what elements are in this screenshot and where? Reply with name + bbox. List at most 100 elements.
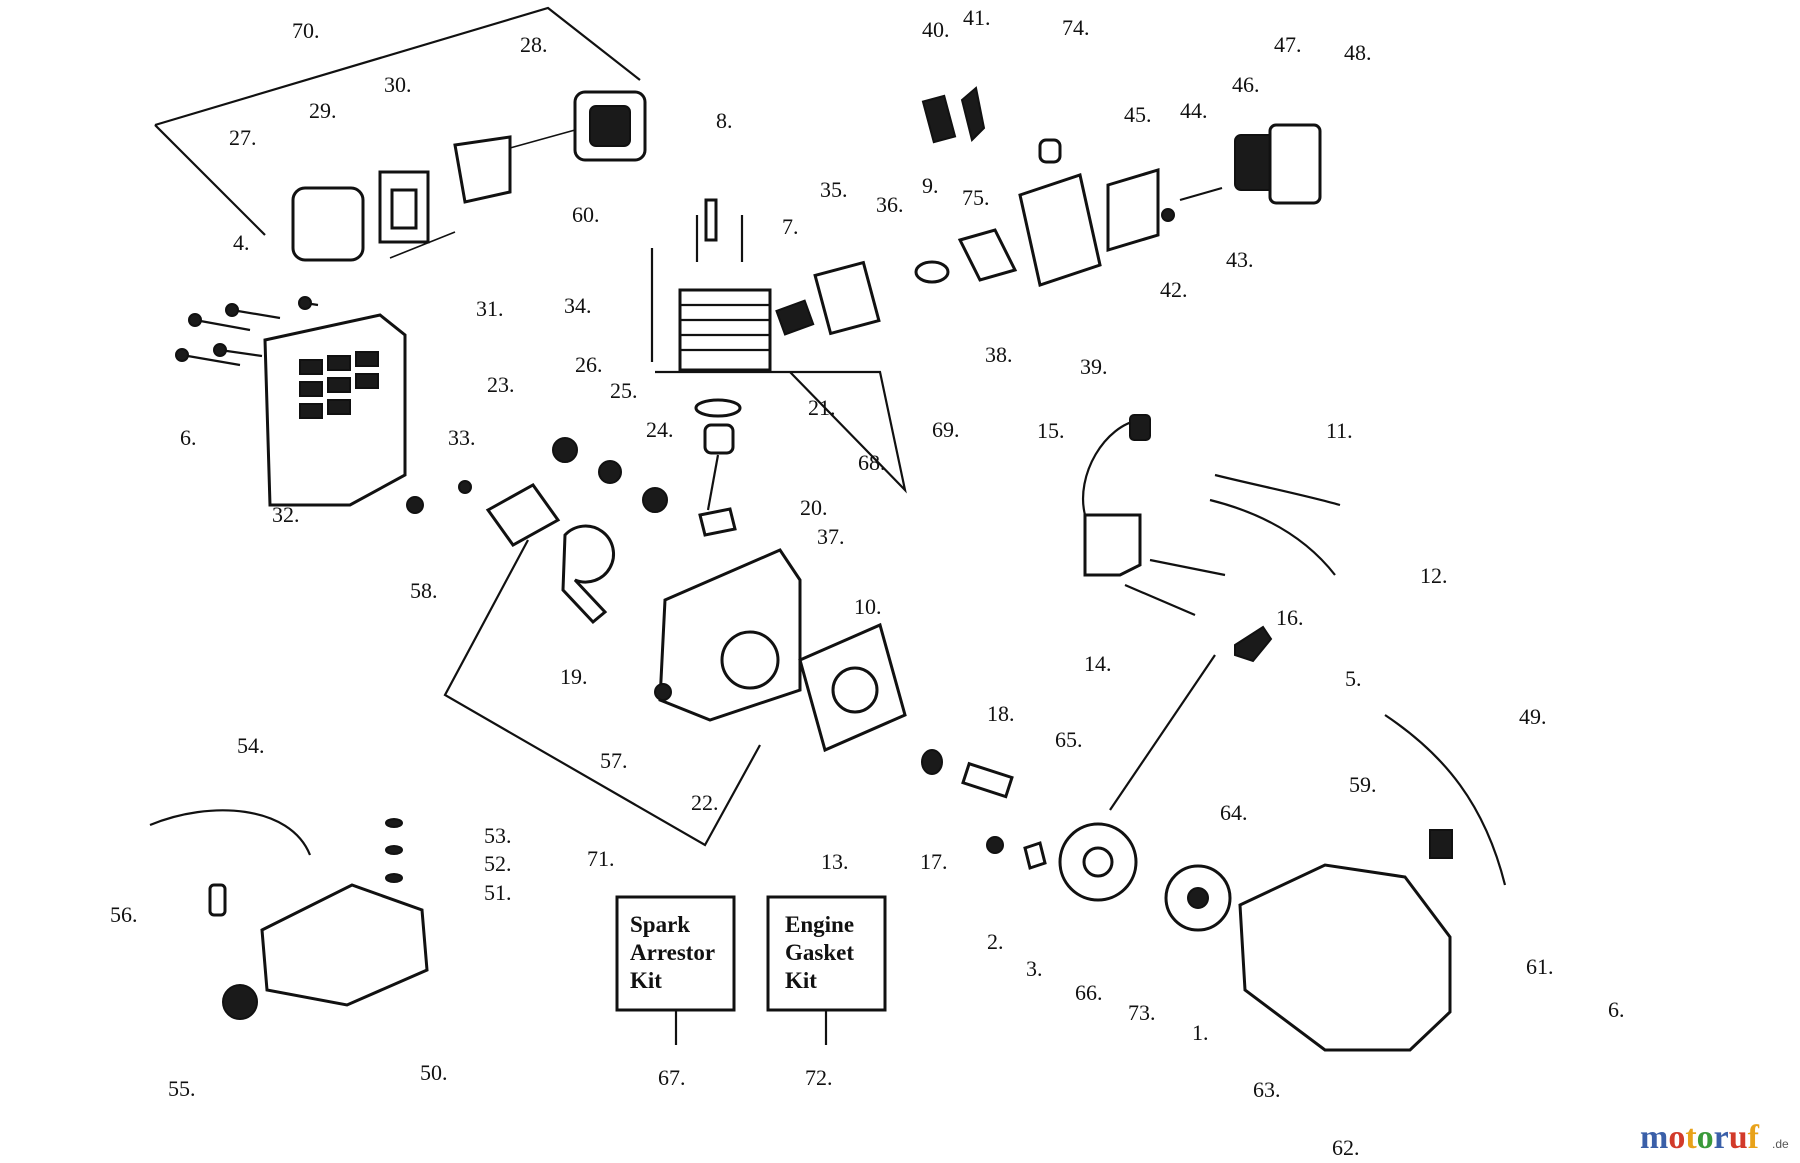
part-6-screws [175, 296, 319, 367]
callout-6b: 6. [1608, 997, 1625, 1022]
callout-57: 57. [600, 748, 628, 773]
callout-71: 71. [587, 846, 615, 871]
watermark-letter: f [1748, 1119, 1760, 1156]
part-3-washer [1023, 841, 1047, 870]
flywheel-group [798, 622, 1014, 799]
part-25-bearing [598, 460, 622, 484]
callout-12: 12. [1420, 563, 1448, 588]
callout-39: 39. [1080, 354, 1108, 379]
part-49-cable [1384, 714, 1507, 886]
shroud-grille [299, 351, 379, 419]
part-33-gasket [485, 483, 561, 547]
ignition-group [1082, 414, 1341, 617]
part-31-spring [389, 231, 456, 259]
part-41-clip [960, 86, 986, 142]
callout-labels: 70.28.29.30.27.31.4.6.32.58.33.23.26.25.… [110, 5, 1625, 1160]
part-38-carb [957, 228, 1018, 282]
callout-20: 20. [800, 495, 828, 520]
watermark-letter: u [1729, 1119, 1748, 1156]
filter-link [509, 129, 576, 149]
part-2-bolt [986, 836, 1004, 854]
part-39-tank [1018, 173, 1102, 287]
callout-63: 63. [1253, 1077, 1281, 1102]
part-37-gasket [698, 507, 737, 537]
watermark-suffix: .de [1772, 1137, 1789, 1151]
callout-52: 52. [484, 851, 512, 876]
part-16-screw-a [1149, 558, 1226, 577]
air-filter-group [291, 90, 647, 262]
bearings [485, 437, 668, 547]
watermark-letter: o [1697, 1119, 1714, 1156]
callout-22: 22. [691, 790, 719, 815]
part-44-screw [1179, 186, 1223, 202]
part-57-plug [654, 683, 672, 701]
part-22-crankcase [658, 548, 802, 722]
part-11-line-b [1209, 498, 1336, 576]
crankcase-assembly [561, 524, 802, 722]
cylinder-assembly [678, 198, 881, 537]
callout-55: 55. [168, 1076, 196, 1101]
part-34-cylinder [678, 288, 772, 372]
part-16-screw-b [1124, 583, 1196, 617]
callout-3: 3. [1026, 956, 1043, 981]
callout-6a: 6. [180, 425, 197, 450]
kit-spark-line-3: Kit [630, 968, 662, 993]
motoruf-watermark: motoruf .de [1640, 1119, 1789, 1156]
kit-spark-line-1: Spark [630, 912, 690, 937]
callout-48: 48. [1344, 40, 1372, 65]
bracket-70-tail [154, 124, 266, 236]
part-15-wire [1082, 418, 1141, 516]
bracket-71 [443, 539, 761, 847]
callout-59: 59. [1349, 772, 1377, 797]
callout-28: 28. [520, 32, 548, 57]
part-29-bracket [378, 170, 430, 244]
callout-66: 66. [1075, 980, 1103, 1005]
kit-gasket-line-1: Engine [785, 912, 854, 937]
callout-36: 36. [876, 192, 904, 217]
callout-21: 21. [808, 395, 836, 420]
callout-73: 73. [1128, 1000, 1156, 1025]
part-42-nut [1161, 208, 1175, 222]
watermark-brand: motoruf [1640, 1119, 1760, 1156]
callout-29: 29. [309, 98, 337, 123]
part-53 [385, 818, 403, 828]
spark-boot [1129, 414, 1151, 441]
watermark-letter: t [1685, 1119, 1697, 1156]
callout-42: 42. [1160, 277, 1188, 302]
shroud-assembly [175, 296, 472, 514]
part-64-rope [1109, 654, 1216, 811]
callout-68: 68. [858, 450, 886, 475]
callout-16: 16. [1276, 605, 1304, 630]
part-51 [385, 873, 403, 883]
callout-9: 9. [922, 173, 939, 198]
starter-group [986, 625, 1507, 1052]
kit-spark-line-2: Arrestor [630, 940, 715, 965]
callout-27: 27. [229, 125, 257, 150]
cylinder-fins [680, 303, 770, 352]
callout-24: 24. [646, 417, 674, 442]
part-75-cap [1038, 138, 1062, 164]
callout-30: 30. [384, 72, 412, 97]
callout-43: 43. [1226, 247, 1254, 272]
callout-50: 50. [420, 1060, 448, 1085]
callout-40: 40. [922, 17, 950, 42]
kit-engine-gasket: Engine Gasket Kit [766, 895, 887, 1045]
part-9-gasket [914, 260, 950, 284]
kit-spark-arrestor: Spark Arrestor Kit [615, 895, 736, 1045]
callout-49: 49. [1519, 704, 1547, 729]
callout-51: 51. [484, 880, 512, 905]
callout-35: 35. [820, 177, 848, 202]
part-23-bearing [552, 437, 578, 463]
callout-25: 25. [610, 378, 638, 403]
part-28-inner [589, 105, 631, 147]
part-47-cover [1268, 123, 1322, 205]
callout-74: 74. [1062, 15, 1090, 40]
callout-75: 75. [962, 185, 990, 210]
callout-70: 70. [292, 18, 320, 43]
callout-8: 8. [716, 108, 733, 133]
callout-56: 56. [110, 902, 138, 927]
callout-4: 4. [233, 230, 250, 255]
callout-62: 62. [1332, 1135, 1360, 1160]
